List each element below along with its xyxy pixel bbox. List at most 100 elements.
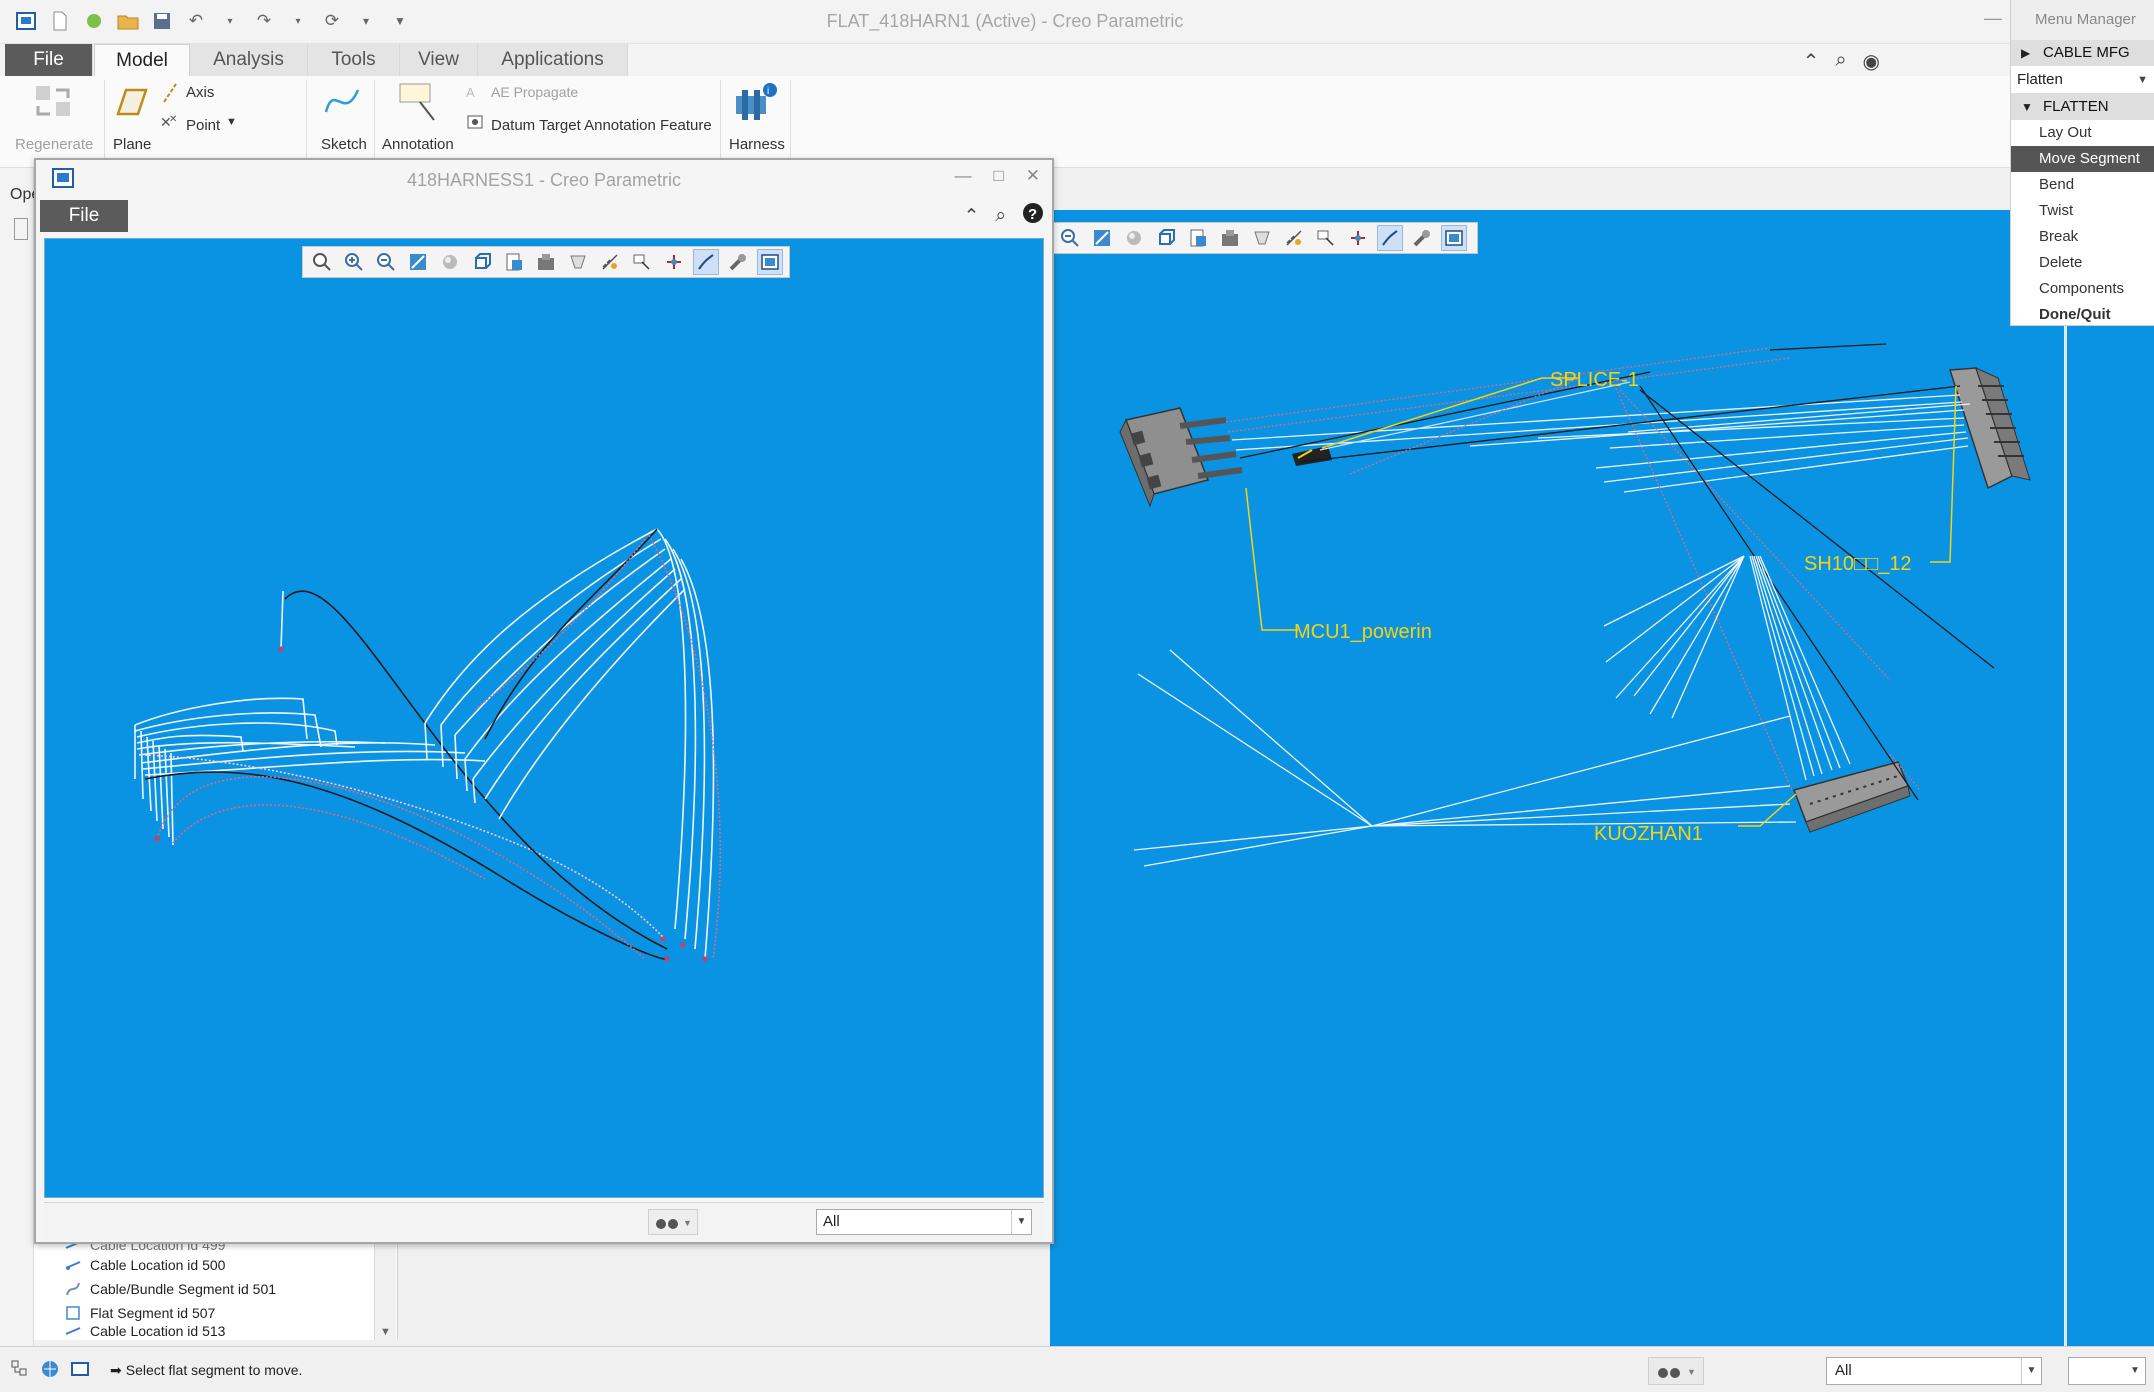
tree-item[interactable]: Cable/Bundle Segment id 501 xyxy=(64,1278,276,1300)
menu-item-done-quit[interactable]: Done/Quit xyxy=(2011,302,2154,328)
menu-item-lay-out[interactable]: Lay Out xyxy=(2011,120,2154,146)
annotation-icon[interactable] xyxy=(396,80,442,129)
tab-tools[interactable]: Tools xyxy=(308,44,400,76)
harness-icon[interactable]: i xyxy=(732,80,778,131)
flatten-select[interactable]: Flatten ▼ xyxy=(2011,66,2154,94)
tree-scrollbar[interactable]: ▼ xyxy=(374,1240,396,1340)
menu-section-cable-mfg[interactable]: ▶ CABLE MFG xyxy=(2011,40,2154,66)
sh10-connector[interactable] xyxy=(1950,368,2030,488)
zoom-out-icon[interactable] xyxy=(373,249,399,275)
datum-target-label[interactable]: Datum Target Annotation Feature xyxy=(491,117,712,134)
zoom-out-icon[interactable] xyxy=(1057,225,1083,251)
chevron-down-icon[interactable]: ▼ xyxy=(2137,66,2148,94)
chevron-down-icon[interactable]: ▼ xyxy=(1011,1210,1031,1234)
find-binoculars-icon[interactable]: ▼ xyxy=(648,1209,698,1235)
annotation-display-icon[interactable] xyxy=(1313,225,1339,251)
display-thick-icon[interactable] xyxy=(725,249,751,275)
sketch-label[interactable]: Sketch xyxy=(321,136,367,153)
maximize-icon[interactable]: □ xyxy=(993,166,1003,186)
zoom-fit-icon[interactable] xyxy=(309,249,335,275)
chevron-down-icon[interactable]: ▼ xyxy=(2021,1358,2041,1384)
floating-graphics-window[interactable] xyxy=(44,238,1044,1198)
tab-model[interactable]: Model xyxy=(94,44,190,77)
tree-item[interactable]: Cable Location id 500 xyxy=(64,1254,225,1276)
zoom-in-icon[interactable] xyxy=(341,249,367,275)
menu-item-break[interactable]: Break xyxy=(2011,224,2154,250)
display-thick-icon[interactable] xyxy=(1409,225,1435,251)
point-icon[interactable]: ✕✕ xyxy=(160,112,182,137)
minimize-icon[interactable]: — xyxy=(1984,8,2002,29)
menu-item-bend[interactable]: Bend xyxy=(2011,172,2154,198)
browser-icon[interactable] xyxy=(40,1359,60,1384)
mcu-connector[interactable] xyxy=(1120,408,1242,506)
search-icon[interactable]: ⌕ xyxy=(995,205,1006,227)
selection-filter-dropdown[interactable]: All ▼ xyxy=(816,1209,1032,1235)
perspective-icon[interactable] xyxy=(565,249,591,275)
spin-center-icon[interactable] xyxy=(661,249,687,275)
saved-views-icon[interactable] xyxy=(1185,225,1211,251)
regenerate-icon[interactable] xyxy=(32,80,76,129)
secondary-filter-dropdown[interactable]: ▼ xyxy=(2068,1357,2146,1385)
display-options-icon[interactable] xyxy=(1441,225,1467,251)
datum-target-icon[interactable] xyxy=(466,113,486,138)
chevron-down-icon[interactable]: ▼ xyxy=(2125,1358,2145,1384)
find-binoculars-icon[interactable]: ▼ xyxy=(1648,1357,1704,1385)
splice-label[interactable]: SPLICE-1 xyxy=(1550,369,1639,391)
tree-item[interactable]: Flat Segment id 507 xyxy=(64,1302,215,1324)
view-cube-icon[interactable] xyxy=(469,249,495,275)
full-screen-icon[interactable] xyxy=(70,1359,90,1384)
view-cube-icon[interactable] xyxy=(1153,225,1179,251)
datum-display-icon[interactable] xyxy=(597,249,623,275)
menu-item-delete[interactable]: Delete xyxy=(2011,250,2154,276)
close-icon[interactable]: ✕ xyxy=(1026,166,1040,186)
refit-icon[interactable] xyxy=(1089,225,1115,251)
search-icon[interactable]: ⌕ xyxy=(1835,49,1846,74)
help-icon[interactable]: ◉ xyxy=(1863,49,1880,74)
datum-display-icon[interactable] xyxy=(1281,225,1307,251)
point-dropdown-icon[interactable]: ▼ xyxy=(226,116,237,128)
tree-toggle-icon[interactable] xyxy=(10,1359,30,1384)
shading-icon[interactable] xyxy=(1121,225,1147,251)
shading-icon[interactable] xyxy=(437,249,463,275)
kuozhan-connector[interactable] xyxy=(1794,762,1910,832)
spin-center-icon[interactable] xyxy=(1345,225,1371,251)
menu-item-twist[interactable]: Twist xyxy=(2011,198,2154,224)
perspective-icon[interactable] xyxy=(1249,225,1275,251)
sketch-icon[interactable] xyxy=(322,82,362,127)
tree-item[interactable]: Cable Location id 513 xyxy=(64,1324,225,1338)
regenerate-label[interactable]: Regenerate xyxy=(15,136,93,153)
collapse-ribbon-icon[interactable]: ⌃ xyxy=(1803,49,1820,74)
floating-file-tab[interactable]: File xyxy=(40,200,128,232)
menu-item-components[interactable]: Components xyxy=(2011,276,2154,302)
display-wires-icon[interactable] xyxy=(1377,225,1403,251)
kuozhan-label[interactable]: KUOZHAN1 xyxy=(1594,823,1703,845)
annotation-display-icon[interactable] xyxy=(629,249,655,275)
plane-label[interactable]: Plane xyxy=(113,136,151,153)
scroll-down-icon[interactable]: ▼ xyxy=(380,1326,391,1338)
main-graphics-window[interactable]: SPLICE-1 MCU1_powerin SH10□□_12 KUOZHAN1 xyxy=(1050,210,2064,1346)
view-manager-icon[interactable] xyxy=(533,249,559,275)
harness-label[interactable]: Harness xyxy=(729,136,785,153)
minimize-icon[interactable]: — xyxy=(954,166,971,186)
help-icon[interactable]: ? xyxy=(1022,202,1044,230)
menu-section-flatten[interactable]: ▼ FLATTEN xyxy=(2011,94,2154,120)
menu-item-move-segment[interactable]: Move Segment xyxy=(2011,146,2154,172)
mcu-label[interactable]: MCU1_powerin xyxy=(1294,621,1432,643)
display-options-icon[interactable] xyxy=(757,249,783,275)
tab-file[interactable]: File xyxy=(5,44,93,76)
selection-filter-dropdown[interactable]: All ▼ xyxy=(1826,1357,2042,1385)
refit-icon[interactable] xyxy=(405,249,431,275)
sh10-label[interactable]: SH10□□_12 xyxy=(1804,553,1912,575)
annotation-label[interactable]: Annotation xyxy=(382,136,454,153)
collapse-ribbon-icon[interactable]: ⌃ xyxy=(963,205,979,228)
tab-applications[interactable]: Applications xyxy=(478,44,628,76)
plane-icon[interactable] xyxy=(110,84,150,125)
tab-analysis[interactable]: Analysis xyxy=(190,44,308,76)
display-wires-icon[interactable] xyxy=(693,249,719,275)
axis-label[interactable]: Axis xyxy=(186,84,214,101)
point-label[interactable]: Point xyxy=(186,117,220,134)
view-manager-icon[interactable] xyxy=(1217,225,1243,251)
tree-view-icon[interactable] xyxy=(14,218,28,240)
tab-view[interactable]: View xyxy=(400,44,478,76)
saved-views-icon[interactable] xyxy=(501,249,527,275)
